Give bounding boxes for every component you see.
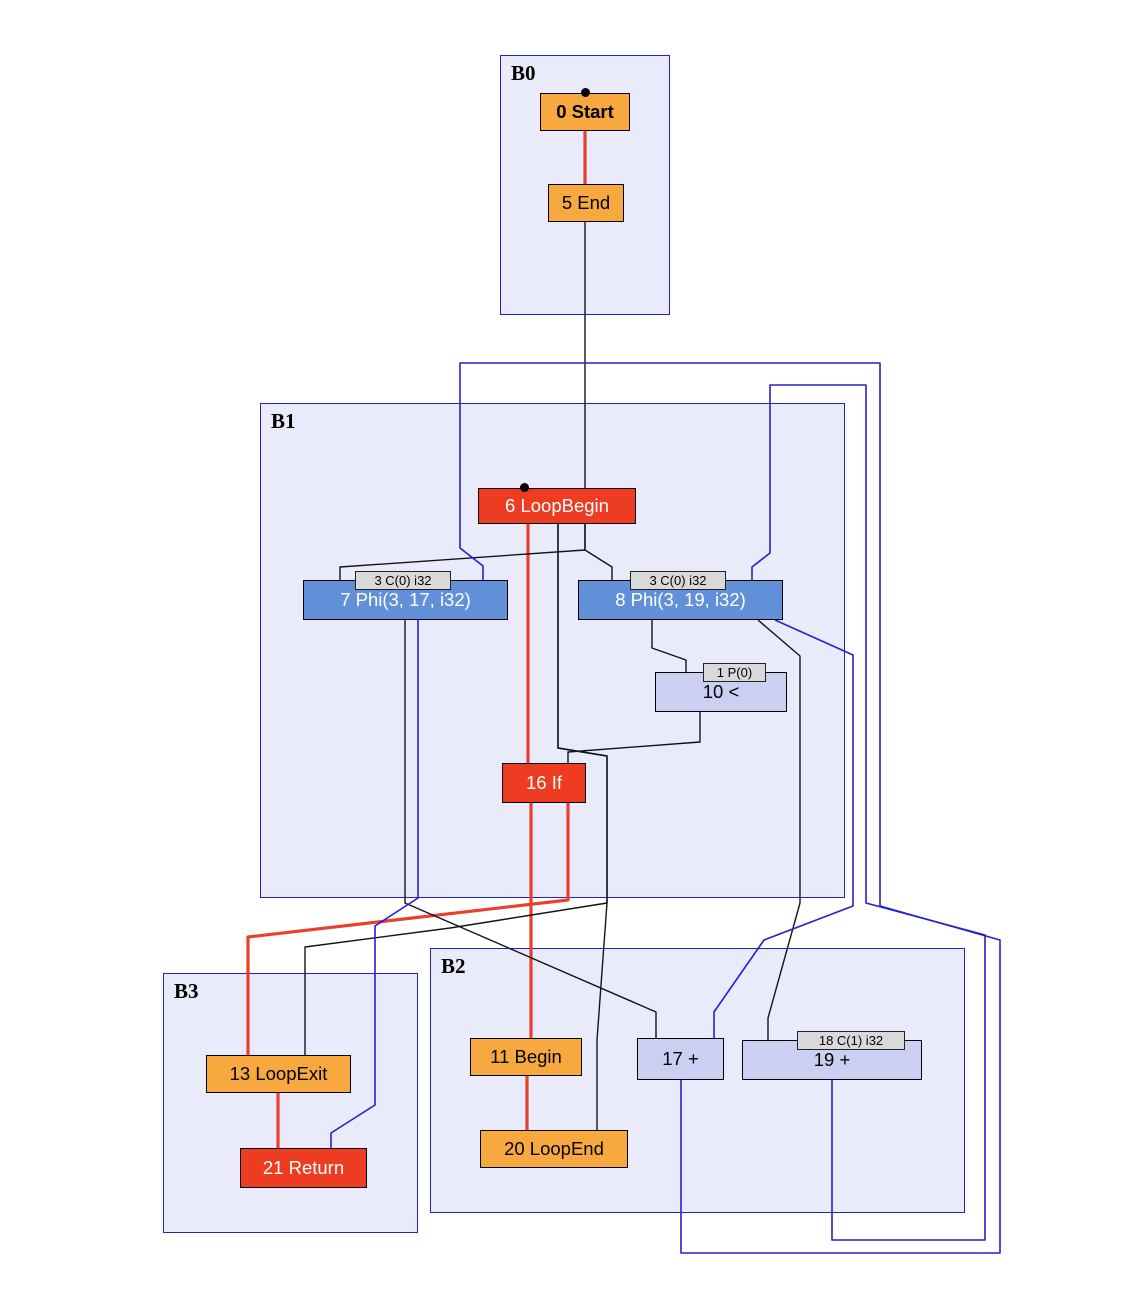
edge-phi8-to-add17: [713, 619, 854, 1038]
node-16-if[interactable]: 16 If: [502, 763, 586, 803]
loopbegin-input-dot: [519, 482, 529, 492]
node-5-end[interactable]: 5 End: [548, 184, 624, 222]
edge-if-to-loopexit: [246, 803, 570, 1055]
block-label-b2: B2: [441, 954, 466, 978]
block-label-b3: B3: [174, 979, 199, 1003]
tag-3-c0-i32-left[interactable]: 3 C(0) i32: [355, 571, 451, 590]
node-20-loopend[interactable]: 20 LoopEnd: [480, 1130, 628, 1168]
edge-phi7-to-return: [330, 620, 419, 1148]
tag-3-c0-i32-right[interactable]: 3 C(0) i32: [630, 571, 726, 590]
edge-lt10-to-if: [567, 712, 701, 763]
block-b2: B2: [430, 948, 965, 1213]
edge-add19-to-phi8: [751, 384, 986, 1241]
edge-phi7-to-add17: [404, 620, 657, 1038]
tag-1-p0[interactable]: 1 P(0): [703, 663, 766, 682]
block-label-b1: B1: [271, 409, 296, 433]
node-17-add[interactable]: 17 +: [637, 1038, 724, 1080]
node-13-loopexit[interactable]: 13 LoopExit: [206, 1055, 351, 1093]
node-0-start[interactable]: 0 Start: [540, 93, 630, 131]
tag-18-c1-i32[interactable]: 18 C(1) i32: [797, 1031, 905, 1050]
node-11-begin[interactable]: 11 Begin: [470, 1038, 582, 1076]
edge-loopbegin-to-loopexit: [304, 524, 608, 1055]
start-input-dot: [580, 87, 590, 97]
edge-add17-to-phi7: [459, 362, 1001, 1254]
node-21-return[interactable]: 21 Return: [240, 1148, 367, 1188]
block-b1: B1: [260, 403, 845, 898]
node-10-lt[interactable]: 10 <: [655, 672, 787, 712]
edge-phi8-to-add19: [757, 619, 801, 1040]
edge-loopbegin-to-phi8: [584, 524, 613, 580]
node-6-loopbegin[interactable]: 6 LoopBegin: [478, 488, 636, 524]
block-label-b0: B0: [511, 61, 536, 85]
edge-phi8-to-lt10: [651, 620, 687, 672]
